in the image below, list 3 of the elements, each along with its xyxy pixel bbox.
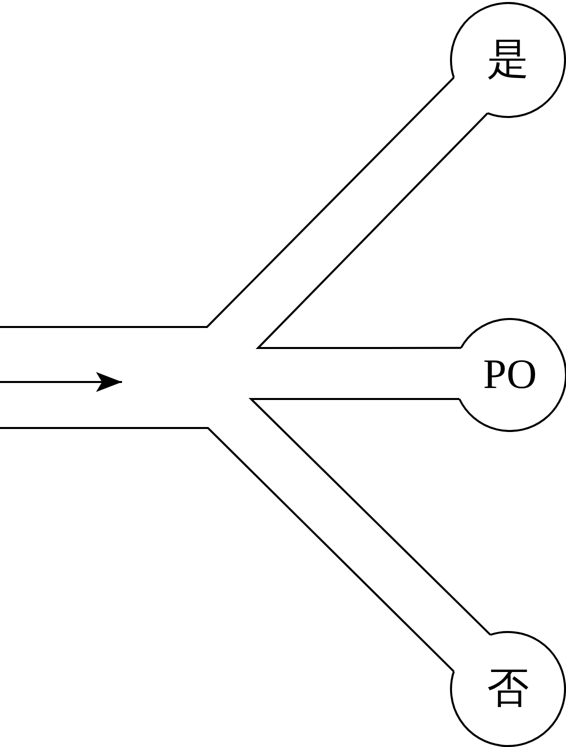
node-label: 否 xyxy=(487,668,529,710)
node-label: PO xyxy=(483,354,537,396)
node-label: 是 xyxy=(487,39,529,81)
